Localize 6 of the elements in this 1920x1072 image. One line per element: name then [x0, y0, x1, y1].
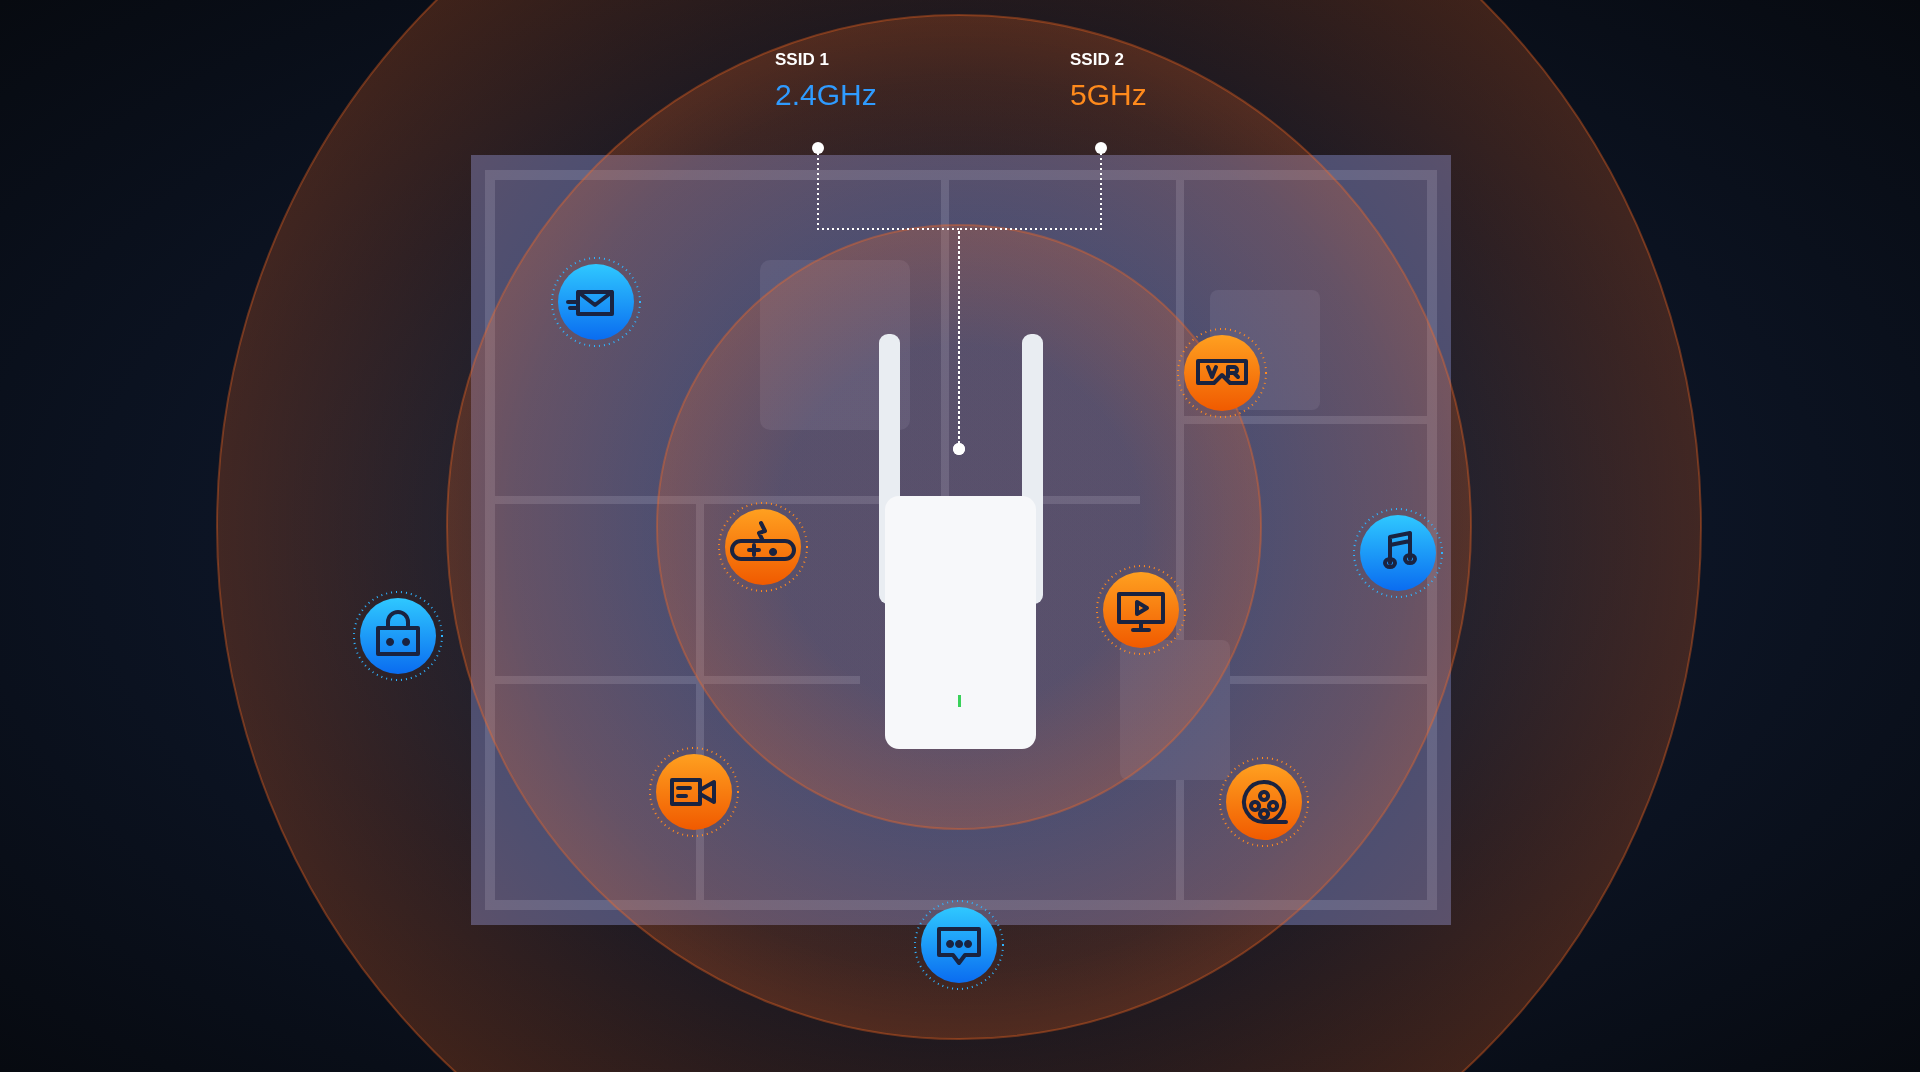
leader-line [953, 142, 1107, 455]
band-label: 5GHz [1070, 78, 1148, 112]
network-name: SSID 1 [775, 50, 830, 70]
wifi-extender-picture [879, 334, 1043, 749]
network-name: SSID 2 [1070, 50, 1125, 70]
band-label: 2.4GHz [775, 78, 878, 112]
